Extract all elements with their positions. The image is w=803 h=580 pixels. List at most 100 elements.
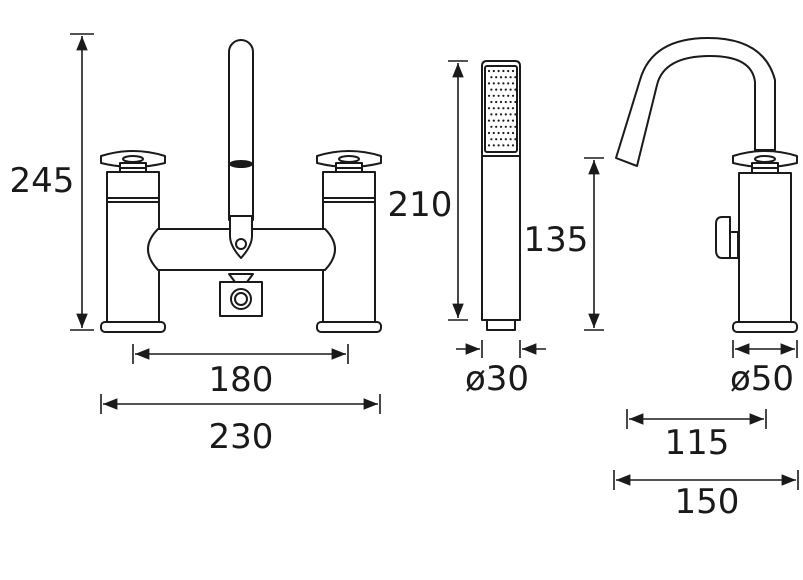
nozzle-dot	[492, 82, 495, 85]
nozzle-dot	[492, 144, 495, 147]
nozzle-dot	[499, 125, 503, 128]
spout-pillar	[738, 172, 792, 323]
nozzle-dot	[499, 88, 503, 91]
right-base	[316, 321, 382, 333]
dimension-label-180: 180	[209, 360, 274, 400]
dimension-180: 180	[132, 344, 349, 400]
nozzle-dot	[497, 82, 500, 85]
handset-connector	[486, 319, 516, 331]
nozzle-dot	[502, 82, 505, 85]
nozzle-dot	[492, 119, 495, 122]
nozzle-dot	[490, 125, 493, 128]
nozzle-dot	[511, 107, 515, 110]
dimension-230: 230	[100, 394, 381, 457]
dimension-label-135: 135	[524, 220, 589, 260]
nozzle-dot	[499, 100, 503, 104]
nozzle-dot	[507, 94, 510, 97]
nozzle-dot	[502, 119, 505, 122]
bath-spout-drawing	[615, 37, 798, 333]
nozzle-dot	[514, 100, 517, 104]
nozzle-dot	[507, 107, 510, 110]
nozzle-dot	[514, 76, 517, 79]
nozzle-dot	[509, 76, 512, 79]
nozzle-dot	[509, 88, 512, 91]
spout-lever	[715, 216, 739, 259]
nozzle-dot	[507, 144, 510, 147]
nozzle-dot	[511, 82, 515, 85]
spout-base	[732, 321, 798, 333]
nozzle-dot	[504, 76, 507, 79]
spout-handle	[732, 150, 798, 174]
dimension-115: 115	[626, 409, 767, 463]
nozzle-dot	[511, 131, 515, 135]
nozzle-dot	[499, 138, 503, 141]
dimension-245: 245	[10, 33, 94, 331]
nozzle-dot	[511, 119, 515, 122]
nozzle-dot	[495, 100, 498, 104]
nozzle-dot	[487, 144, 491, 147]
nozzle-dot	[502, 94, 505, 97]
nozzle-dot	[487, 69, 491, 73]
nozzle-dot	[497, 69, 500, 73]
nozzle-dot	[499, 76, 503, 79]
nozzle-dot	[495, 125, 498, 128]
spout-aerator	[229, 160, 253, 168]
handset-body	[481, 60, 521, 321]
dimension-135: 135	[524, 157, 604, 331]
dimension-label-d50: ø50	[730, 359, 794, 399]
nozzle-dot	[497, 107, 500, 110]
nozzle-dot	[507, 69, 510, 73]
nozzle-dot	[487, 94, 491, 97]
spout-gooseneck	[615, 37, 776, 167]
nozzle-dot	[490, 100, 493, 104]
nozzle-dot	[502, 144, 505, 147]
dimension-d30: ø30	[456, 340, 546, 399]
diverter-knob	[229, 215, 253, 259]
nozzle-dot	[507, 119, 510, 122]
bath-mixer-drawing	[100, 39, 382, 333]
nozzle-dot	[487, 107, 491, 110]
nozzle-dot	[507, 131, 510, 135]
nozzle-dot	[509, 100, 512, 104]
nozzle-dot	[492, 69, 495, 73]
shower-handset-drawing	[481, 60, 521, 331]
nozzle-dot	[507, 82, 510, 85]
nozzle-dot	[497, 119, 500, 122]
nozzle-dot	[495, 88, 498, 91]
shower-outlet-top	[228, 273, 254, 283]
dimension-150: 150	[613, 470, 799, 522]
dimension-label-115: 115	[665, 423, 730, 463]
nozzle-dot	[497, 131, 500, 135]
dimension-d50: ø50	[730, 340, 798, 399]
nozzle-dot	[492, 94, 495, 97]
nozzle-dot	[511, 94, 515, 97]
mixer-spout	[228, 39, 254, 221]
nozzle-dot	[511, 144, 515, 147]
dimension-210: 210	[388, 60, 468, 321]
nozzle-dot	[514, 125, 517, 128]
nozzle-dot	[499, 113, 503, 116]
nozzle-dot	[495, 76, 498, 79]
nozzle-dot	[504, 88, 507, 91]
nozzle-dot	[495, 113, 498, 116]
nozzle-dot	[487, 131, 491, 135]
left-base	[100, 321, 166, 333]
dimension-label-d30: ø30	[465, 359, 529, 399]
nozzle-dot	[509, 113, 512, 116]
nozzle-dot	[487, 82, 491, 85]
nozzle-dot	[511, 69, 515, 73]
nozzle-dot	[504, 100, 507, 104]
nozzle-dot	[495, 138, 498, 141]
dimension-label-150: 150	[675, 482, 740, 522]
dimension-label-210: 210	[388, 185, 453, 225]
right-handle	[316, 150, 382, 173]
nozzle-dot	[497, 94, 500, 97]
nozzle-dot	[490, 88, 493, 91]
dimension-label-245: 245	[10, 161, 75, 201]
nozzle-dot	[492, 107, 495, 110]
nozzle-dot	[502, 131, 505, 135]
nozzle-dot	[490, 113, 493, 116]
nozzle-dot	[492, 131, 495, 135]
nozzle-dot	[514, 138, 517, 141]
